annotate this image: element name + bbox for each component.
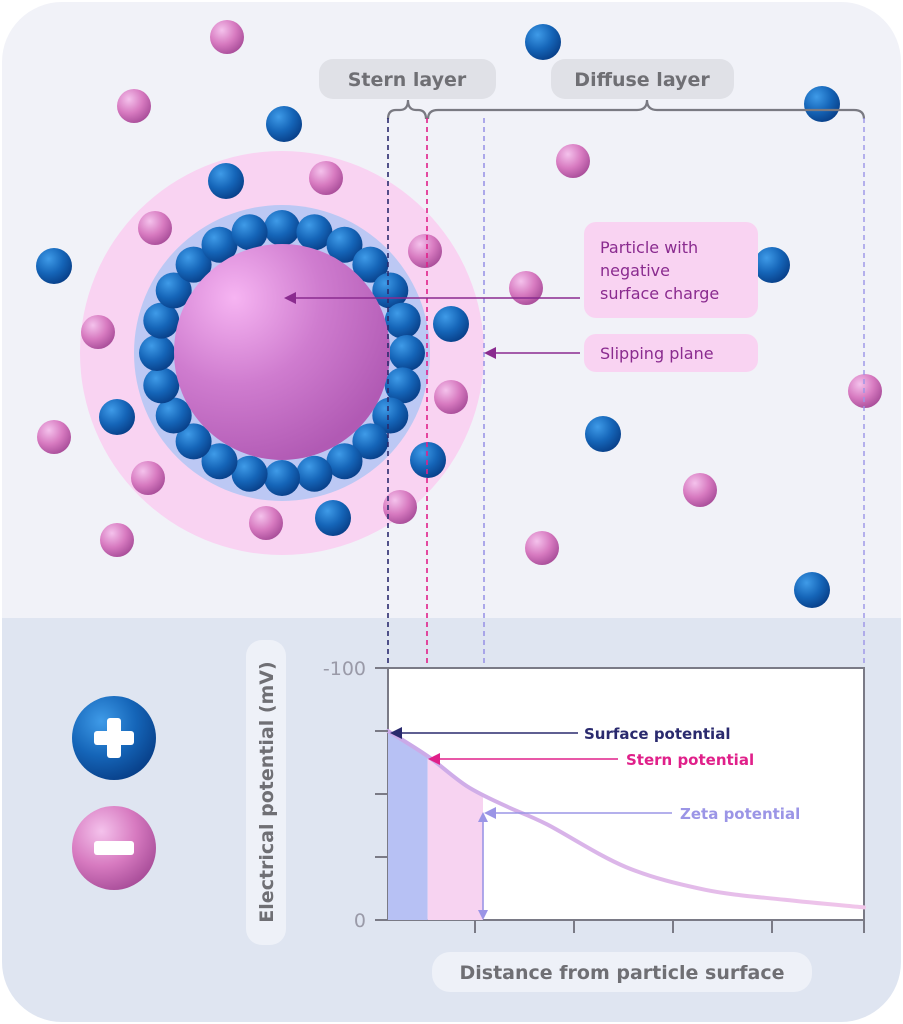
svg-text:Stern potential: Stern potential [626, 751, 754, 769]
svg-text:Slipping plane: Slipping plane [600, 344, 714, 363]
stern-layer-positive-ion [326, 226, 363, 263]
free-ions [36, 20, 882, 608]
y-tick-label-bottom: 0 [354, 910, 366, 932]
surface-potential-annotation: Surface potential [390, 725, 730, 743]
negative-ion [383, 490, 417, 524]
svg-text:surface charge: surface charge [600, 284, 719, 303]
svg-text:Distance from particle surface: Distance from particle surface [460, 962, 785, 984]
negative-ion [408, 234, 442, 268]
stern-layer-positive-ion [143, 302, 180, 339]
negative-ion [848, 374, 882, 408]
positive-ion [433, 306, 469, 342]
particle-callout: Particle with negative surface charge [284, 222, 758, 318]
svg-text:Particle with: Particle with [600, 238, 698, 257]
negative-ion [434, 380, 468, 414]
negative-ion [37, 420, 71, 454]
stern-layer-positive-ion [155, 397, 192, 434]
positive-ion [794, 572, 830, 608]
negative-ion [525, 531, 559, 565]
stern-layer-positive-ion [201, 443, 238, 480]
x-axis-title: Distance from particle surface [432, 952, 812, 992]
svg-text:negative: negative [600, 261, 670, 280]
negative-ion [81, 315, 115, 349]
svg-text:Stern layer: Stern layer [348, 69, 467, 91]
svg-text:Diffuse layer: Diffuse layer [574, 69, 710, 91]
stern-layer-positive-ion [201, 226, 238, 263]
negative-ion [509, 271, 543, 305]
stern-layer-label: Stern layer [319, 59, 496, 99]
stern-layer-positive-ion [352, 423, 389, 460]
positive-ion [525, 24, 561, 60]
y-axis-title: Electrical potential (mV) [246, 640, 286, 945]
y-axis: -100 0 [323, 658, 388, 932]
negative-ion [556, 144, 590, 178]
stern-layer-positive-ion [296, 214, 333, 251]
stern-layer-positive-ion [352, 246, 389, 283]
stern-layer-positive-ion [231, 455, 268, 492]
negative-ion [309, 161, 343, 195]
diffuse-bracket [426, 99, 866, 120]
positive-ion [754, 247, 790, 283]
diffuse-layer-label: Diffuse layer [551, 59, 734, 99]
positive-ion [36, 248, 72, 284]
chart-marks [386, 729, 866, 920]
stern-layer-positive-ion [155, 272, 192, 309]
slipping-region-fill [427, 756, 483, 920]
svg-text:Surface potential: Surface potential [584, 725, 730, 743]
stern-layer-positive-ion [384, 302, 421, 339]
positive-ion [804, 86, 840, 122]
negative-ion [100, 523, 134, 557]
negative-ion [117, 89, 151, 123]
negative-ion [131, 461, 165, 495]
stern-layer-positive-ion [326, 443, 363, 480]
negative-ion [683, 473, 717, 507]
x-axis [474, 920, 865, 933]
negative-ion [249, 506, 283, 540]
positive-ion [410, 442, 446, 478]
stern-layer-positive-ion [139, 335, 175, 371]
stern-layer-positive-ion [175, 246, 212, 283]
stern-layer-positive-ion [175, 423, 212, 460]
positive-ion [208, 163, 244, 199]
svg-text:Electrical potential (mV): Electrical potential (mV) [256, 661, 278, 922]
stern-layer-positive-ion [372, 397, 409, 434]
potential-curve [386, 729, 866, 910]
positive-ion [585, 416, 621, 452]
stern-region-fill [388, 731, 428, 920]
stern-layer-positive-ion [264, 210, 300, 246]
stern-bracket [386, 99, 428, 120]
stern-potential-annotation: Stern potential [428, 751, 754, 769]
stern-layer-positive-ion [231, 214, 268, 251]
zeta-potential-annotation: Zeta potential [478, 805, 800, 920]
stern-layer-positive-ion [143, 367, 180, 404]
positive-ion [99, 399, 135, 435]
stern-layer-positive-ion [296, 455, 333, 492]
negative-ion-legend [72, 806, 156, 890]
stern-layer-positive-ion [264, 460, 300, 496]
y-tick-label-top: -100 [323, 658, 366, 680]
slipping-plane-callout: Slipping plane [484, 334, 758, 372]
negative-ion [138, 211, 172, 245]
stern-layer-positive-ion [384, 367, 421, 404]
positive-ion-legend [72, 696, 156, 780]
stern-layer-positive-ion [372, 272, 409, 309]
charged-particle [174, 244, 390, 460]
positive-ion [315, 500, 351, 536]
stern-layer-ions [139, 210, 425, 496]
positive-ion [266, 106, 302, 142]
stern-layer-positive-ion [389, 335, 425, 371]
svg-text:Zeta potential: Zeta potential [680, 805, 800, 823]
negative-ion [210, 20, 244, 54]
